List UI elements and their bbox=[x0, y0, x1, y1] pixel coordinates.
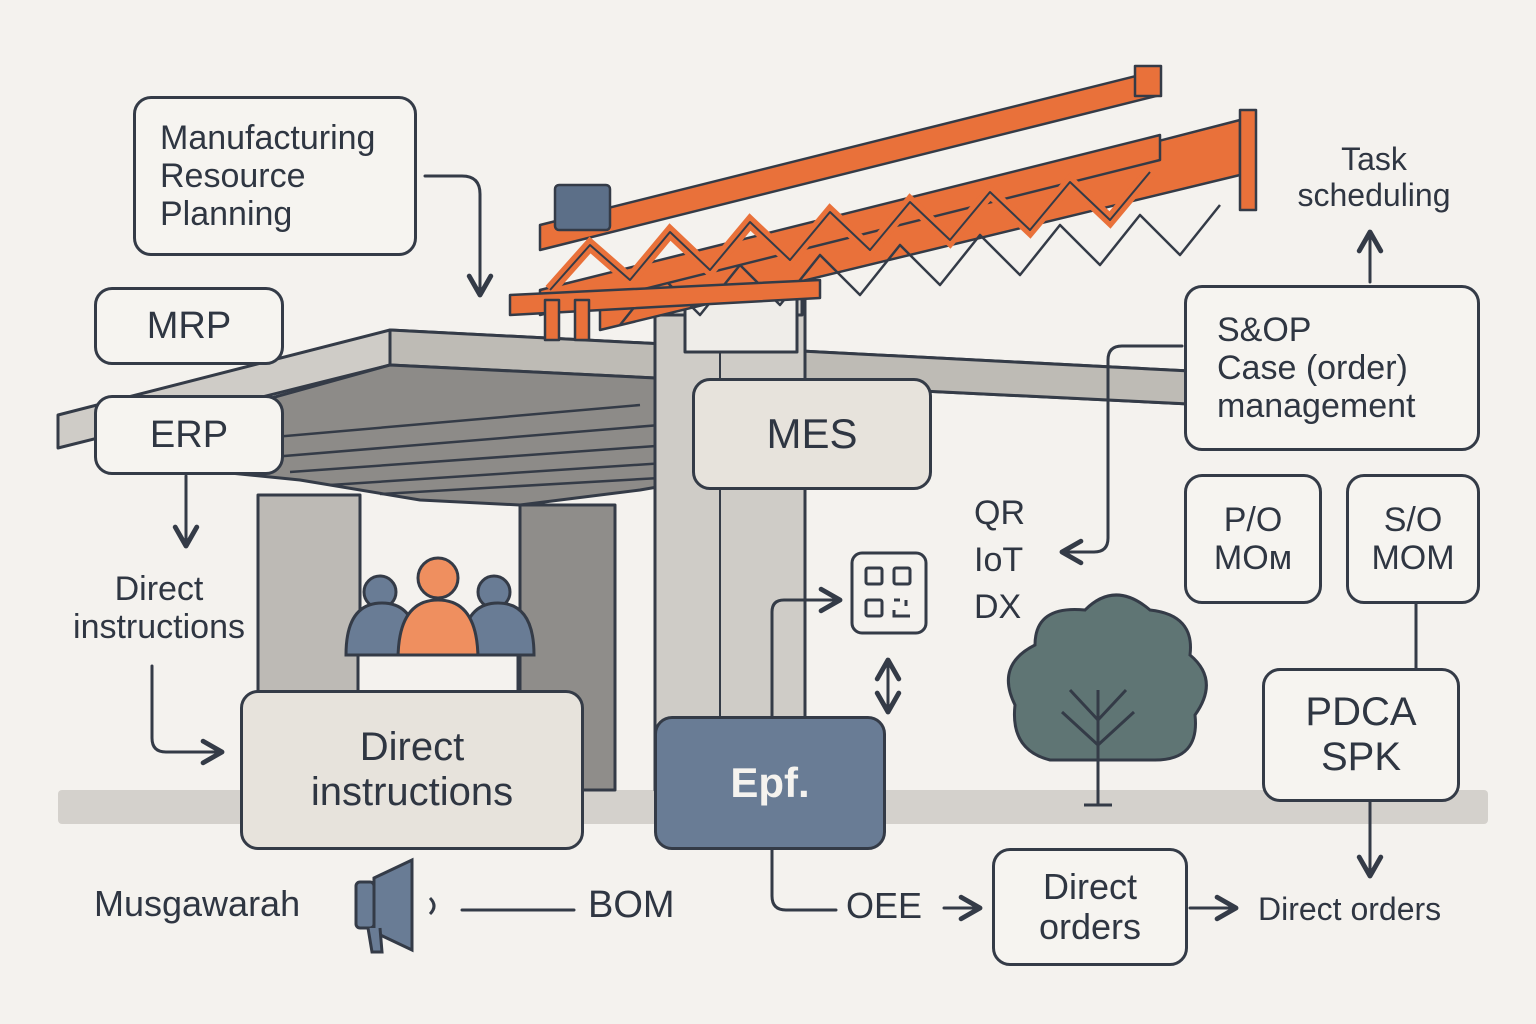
direct-instructions-box: Direct instructions bbox=[240, 690, 584, 850]
pdca-spk-box: PDCA SPK bbox=[1262, 668, 1460, 802]
direct-orders-label: Direct orders bbox=[1258, 891, 1442, 927]
manufacturing-resource-planning-box: Manufacturing Resource Planning bbox=[133, 96, 417, 256]
people-icon bbox=[344, 556, 536, 697]
epf-box: Epf. bbox=[654, 716, 886, 850]
erp-box: ERP bbox=[94, 395, 284, 475]
so-mom-box: S/O MOM bbox=[1346, 474, 1480, 604]
qr-iot-dx-label: QR IoT DX bbox=[974, 494, 1025, 626]
mrp-box: MRP bbox=[94, 287, 284, 365]
mes-box: MES bbox=[692, 378, 932, 490]
launching-gantry-crane-icon bbox=[508, 64, 1258, 342]
megaphone-icon bbox=[354, 857, 436, 954]
bom-label: BOM bbox=[588, 884, 675, 926]
direct-instructions-label: Direct instructions bbox=[73, 570, 245, 647]
musgawarah-label: Musgawarah bbox=[94, 883, 301, 924]
qr-code-icon bbox=[850, 551, 928, 635]
connectors bbox=[150, 174, 1418, 922]
po-mom-box: P/O MOᴍ bbox=[1184, 474, 1322, 604]
task-scheduling-label: Task scheduling bbox=[1297, 141, 1451, 213]
sop-case-management-box: S&OP Case (order) management bbox=[1184, 285, 1480, 451]
oee-label: OEE bbox=[846, 885, 923, 926]
direct-orders-box: Direct orders bbox=[992, 848, 1188, 966]
tree-icon bbox=[1006, 593, 1208, 807]
